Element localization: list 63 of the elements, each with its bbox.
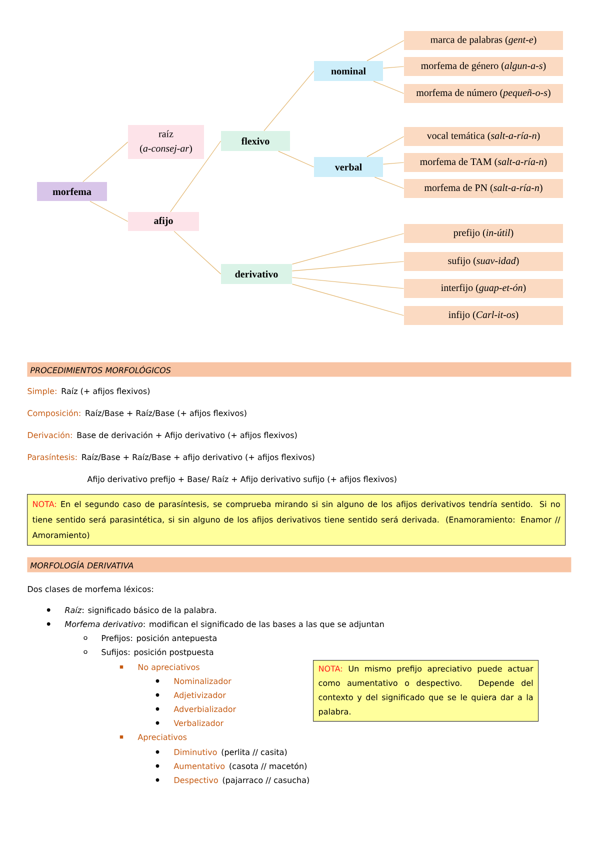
connector-line <box>264 70 314 132</box>
connector-line <box>366 40 404 62</box>
example-text: (casota // macetón) <box>230 762 306 770</box>
example-text: (pajarraco // casucha) <box>222 776 309 785</box>
connector-line <box>382 162 404 164</box>
list-item-text: Prefijos: posición antepuesta <box>102 634 216 643</box>
list-item-text: Sufijos: posición postpuesta <box>102 648 214 657</box>
connector-line <box>374 176 404 189</box>
category-box: flexivo <box>221 131 290 151</box>
formula-text: Raíz (+ afijos flexivos) <box>62 388 150 396</box>
list-item-text: No apreciativos <box>138 664 200 672</box>
connector-line <box>382 66 404 68</box>
connector-line <box>292 277 404 289</box>
example-box: interfijo (guap-et-ón) <box>404 279 563 298</box>
category-box: derivativo <box>221 264 292 284</box>
formula-text: Afijo derivativo prefijo + Base/ Raíz + Afijo derivativo sufijo (+ afijos flexivos) <box>87 476 396 484</box>
list-item-text: Verbalizador <box>174 720 224 726</box>
example-box: vocal temática (salt-a-ría-n) <box>404 127 563 146</box>
list-item-text: Raíz: significado básico de la palabra. <box>64 606 216 615</box>
example-box: morfema de PN (salt-a-ría-n) <box>404 179 563 198</box>
formula-text: Raíz/Base + Raíz/Base (+ afijos flexivos) <box>86 410 246 418</box>
term-label: Parasíntesis: <box>28 454 77 460</box>
connector-line <box>292 284 404 316</box>
note-box: NOTA: Un mismo prefijo apreciativo puede actuar como aumentativo o despectivo. Depende del contexto y del significado que se le quiera dar a la palabra. <box>313 660 539 722</box>
list-item-text: Nominalizador <box>174 678 232 684</box>
list-item-text: Morfema derivativo: modifican el significado de las bases a las que se adjuntan <box>64 620 384 629</box>
category-box: afijo <box>128 212 199 231</box>
example-text: (perlita // casita) <box>222 748 287 757</box>
note-box: NOTA: En el segundo caso de parasíntesis, se comprueba mirando si sin alguno de los afijos derivativos tendría sentido. Si no tiene sentido será parasintética, si sin alguno de los afijos derivativos tiene sentido será derivada. (Enamoramiento: Enamor // Amoramiento) <box>27 494 566 546</box>
category-box: verbal <box>314 157 383 177</box>
connector-line <box>366 136 404 158</box>
example-box: morfema de número (pequeñ-o-s) <box>404 84 563 103</box>
term-label: Derivación: <box>28 432 72 438</box>
connector-line <box>292 261 404 272</box>
example-box: marca de palabras (gent-e) <box>404 31 563 50</box>
list-item-text: Despectivo <box>174 776 218 785</box>
example-box: prefijo (in-útil) <box>404 224 563 243</box>
example-box: morfema de género (algun-a-s) <box>404 57 563 76</box>
connector-line <box>292 233 404 264</box>
section-header-bar: MORFOLOGÍA DERIVATIVA <box>27 557 572 572</box>
connector-line <box>278 150 314 168</box>
category-box: nominal <box>314 61 383 81</box>
paragraph-text: Dos clases de morfema léxicos: <box>28 586 153 592</box>
list-item-text: Diminutivo <box>174 748 217 756</box>
connector-line <box>170 140 222 212</box>
formula-text: Raíz/Base + Raíz/Base + afijo derivativo (+ afijos flexivos) <box>82 454 314 462</box>
category-box: raíz (a-consej-ar) <box>128 125 204 159</box>
connector-line <box>82 142 128 182</box>
connector-line <box>373 80 404 94</box>
connector-line <box>90 200 128 222</box>
example-box: morfema de TAM (salt-a-ría-n) <box>404 153 563 172</box>
connector-line <box>174 230 222 274</box>
term-label: Simple: <box>28 388 56 396</box>
category-box: morfema <box>37 182 107 201</box>
example-box: infijo (Carl-it-os) <box>404 306 563 325</box>
list-item-text: Adverbializador <box>174 706 236 712</box>
section-header-bar: PROCEDIMIENTOS MORFOLÓGICOS <box>27 362 572 377</box>
list-item-text: Adjetivizador <box>174 692 226 700</box>
list-item-text: Aumentativo <box>174 762 225 770</box>
formula-text: Base de derivación + Afijo derivativo (+ afijos flexivos) <box>77 432 297 440</box>
example-box: sufijo (suav-idad) <box>404 252 563 271</box>
list-item-text: Apreciativos <box>138 734 187 742</box>
term-label: Composición: <box>28 410 80 418</box>
